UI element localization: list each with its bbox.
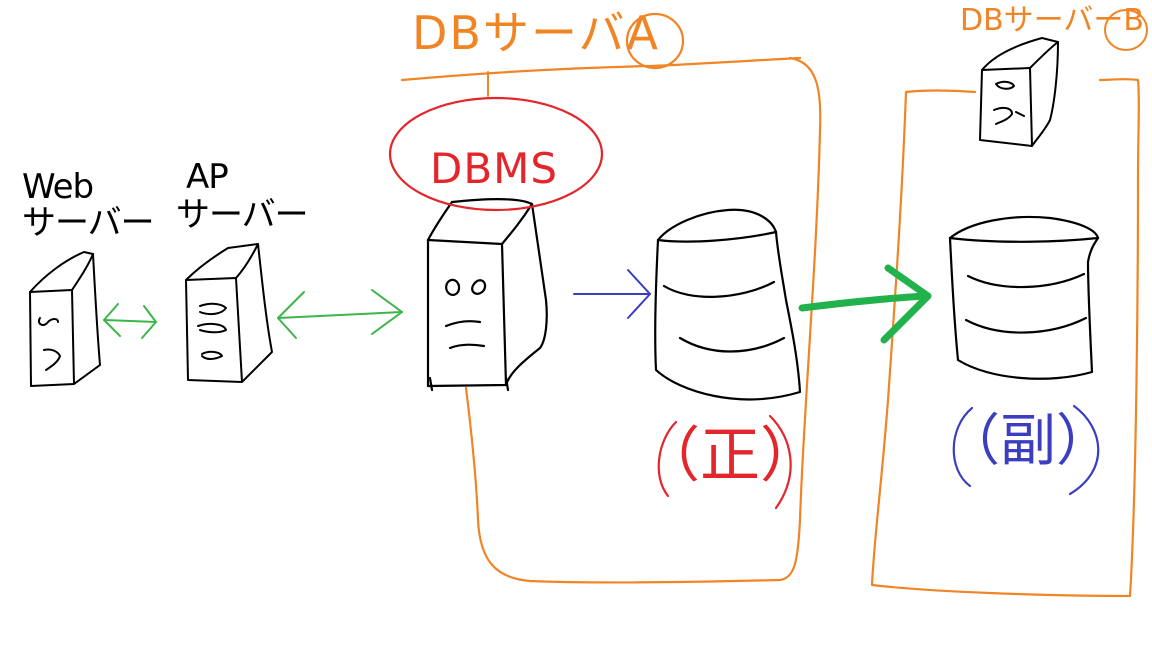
web-server-icon: [29, 251, 101, 387]
db-server-a-group: [400, 12, 822, 584]
ap-server-label-line1: AP: [186, 157, 229, 197]
web-ap-double-arrow: [103, 303, 157, 339]
secondary-parentheses: [952, 404, 1100, 496]
dbms-label: DBMS: [430, 144, 559, 193]
db-server-b-title: DBサーバーB: [960, 3, 1144, 38]
dbms-server-icon: [426, 198, 548, 392]
db-server-a-title-underline: [400, 56, 802, 82]
web-server-label-line1: Web: [22, 167, 94, 207]
ap-dbms-double-arrow: [277, 289, 403, 339]
db-server-b-server-icon: [979, 37, 1059, 147]
db-server-a-letter-circle: [625, 12, 685, 70]
ap-server-icon: [185, 243, 273, 383]
db-server-a-title: DBサーバA: [412, 6, 660, 60]
dbms-highlight-ellipse: [388, 96, 604, 212]
primary-label: （正）: [640, 421, 820, 491]
replication-thick-arrow: [798, 264, 932, 344]
db-server-b-boundary: [870, 78, 1140, 598]
secondary-label: （副）: [944, 409, 1112, 474]
secondary-db-cylinder-icon: [948, 215, 1100, 380]
db-server-b-letter-circle: [1104, 9, 1148, 51]
primary-db-cylinder-icon: [654, 208, 802, 401]
db-server-a-boundary: [464, 56, 822, 584]
primary-parentheses: [657, 414, 792, 510]
dbms-primary-arrow: [573, 269, 651, 319]
db-server-b-group: [870, 9, 1148, 598]
web-server-label-line2: サーバー: [22, 203, 155, 243]
ap-server-label-line2: サーバー: [176, 195, 309, 235]
